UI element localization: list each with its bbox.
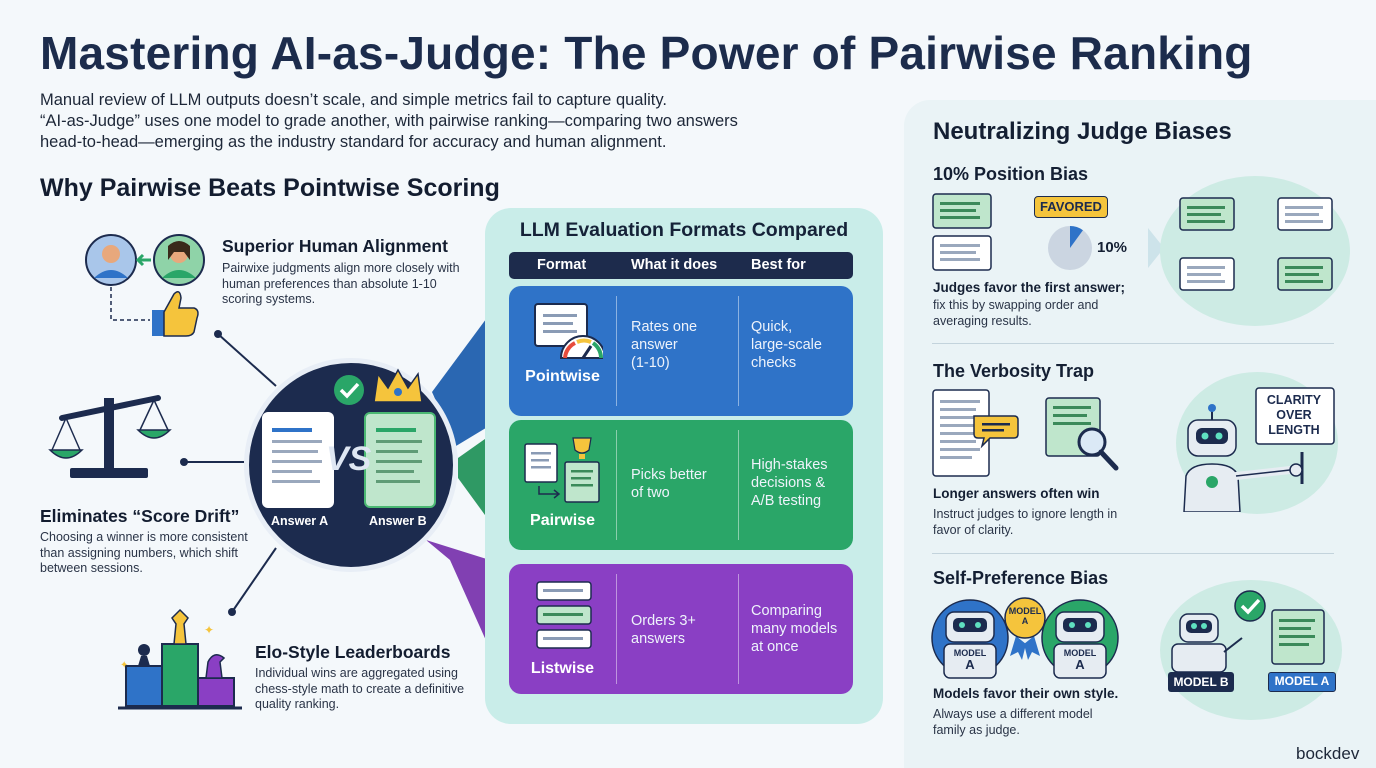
pair-documents-trophy-icon [524,437,600,503]
verbosity-bold: Longer answers often win [933,486,1100,501]
clarity-sign: CLARITY OVER LENGTH [1266,393,1322,437]
header-what: What it does [631,257,718,273]
listwise-what: Orders 3+ answers [631,613,696,647]
vs-label: VS [326,440,372,478]
page-title: Mastering AI-as-Judge: The Power of Pair… [40,27,1253,79]
position-bias-desc: fix this by swapping order and averaging… [933,298,1099,328]
biases-title: Neutralizing Judge Biases [933,118,1232,145]
crown-check-icon [334,368,423,405]
people-alignment-icon [85,234,205,337]
header-format: Format [537,257,587,273]
intro-text: Manual review of LLM outputs doesn’t sca… [40,90,840,153]
robot-model-label-right: MODEL A [1063,648,1097,672]
judge-robot-check-icon [1171,590,1325,672]
feature-title-elo: Elo-Style Leaderboards [255,642,451,662]
feature-title-score-drift: Eliminates “Score Drift” [40,506,240,526]
answer-b-label: Answer B [369,514,427,528]
document-lines-icon [376,428,422,483]
position-bias-pie [1048,226,1092,270]
pairwise-best: High-stakes decisions & A/B testing [751,457,828,509]
swapped-answers-icon [1179,197,1333,291]
stacked-answers-icon [932,193,992,271]
footer-brand: bockdev [1296,744,1360,763]
long-document-magnifier-icon [932,389,1119,477]
why-pairwise-heading: Why Pairwise Beats Pointwise Scoring [40,174,500,202]
model-a-medal-label: MODEL A [1008,606,1042,626]
intro-line: head-to-head—emerging as the industry st… [40,133,667,151]
answer-a-label: Answer A [271,514,329,528]
pointwise-best: Quick, large-scale checks [751,319,822,371]
intro-line: Manual review of LLM outputs doesn’t sca… [40,91,667,109]
listwise-best: Comparing many models at once [751,603,838,655]
verbosity-desc: Instruct judges to ignore length in favo… [933,507,1118,537]
svg-text:✦: ✦ [120,660,128,671]
answer-a-card [262,412,334,508]
format-label-pointwise: Pointwise [525,368,600,385]
document-lines-icon [272,428,322,483]
position-bias-heading: 10% Position Bias [933,164,1089,184]
robot-model-label-left: MODEL A [953,648,987,672]
divider [932,343,1334,344]
position-bias-bold: Judges favor the first answer; [933,280,1126,295]
answer-b-card [364,412,436,508]
feature-desc-elo: Individual wins are aggregated using che… [255,666,465,711]
table-row: Pairwise Picks better of two High-stakes… [509,420,853,550]
model-b-tag: MODEL B [1168,672,1234,692]
position-bias-percent: 10% [1097,239,1128,256]
table-row: Pointwise Rates one answer (1-10) Quick,… [509,286,853,416]
feature-desc-alignment: Pairwixe judgments align more closely wi… [222,261,460,306]
robot-sign-icon [1183,387,1335,512]
formats-table-header: Format What it does Best for [509,252,853,279]
intro-line: “AI-as-Judge” uses one model to grade an… [40,112,738,130]
pointwise-what: Rates one answer (1-10) [631,319,698,371]
model-robots-icon [931,597,1119,679]
stacked-list-icon [536,581,592,649]
format-label-listwise: Listwise [530,660,595,677]
self-preference-heading: Self-Preference Bias [933,568,1109,588]
table-row: Listwise Orders 3+ answers Comparing man… [509,564,853,694]
svg-text:✦: ✦ [204,623,214,637]
model-a-tag: MODEL A [1268,672,1336,692]
chevron-right-icon [1148,228,1164,268]
formats-table-title: LLM Evaluation Formats Compared [519,219,849,241]
pairwise-what: Picks better of two [631,467,707,501]
verbosity-heading: The Verbosity Trap [933,361,1095,381]
chess-podium-icon: ✦ ✦ [118,608,242,710]
favored-badge: FAVORED [1034,196,1108,218]
feature-desc-score-drift: Choosing a winner is more consistent tha… [40,530,248,575]
format-label-pairwise: Pairwise [530,512,595,529]
gauge-document-icon [534,303,603,359]
header-best: Best for [751,257,806,273]
pie-slice-favored [1070,226,1083,248]
scales-icon [48,395,172,478]
self-preference-desc: Always use a different model family as j… [933,707,1093,737]
divider [932,553,1334,554]
feature-title-alignment: Superior Human Alignment [222,236,448,256]
self-preference-bold: Models favor their own style. [933,686,1119,701]
